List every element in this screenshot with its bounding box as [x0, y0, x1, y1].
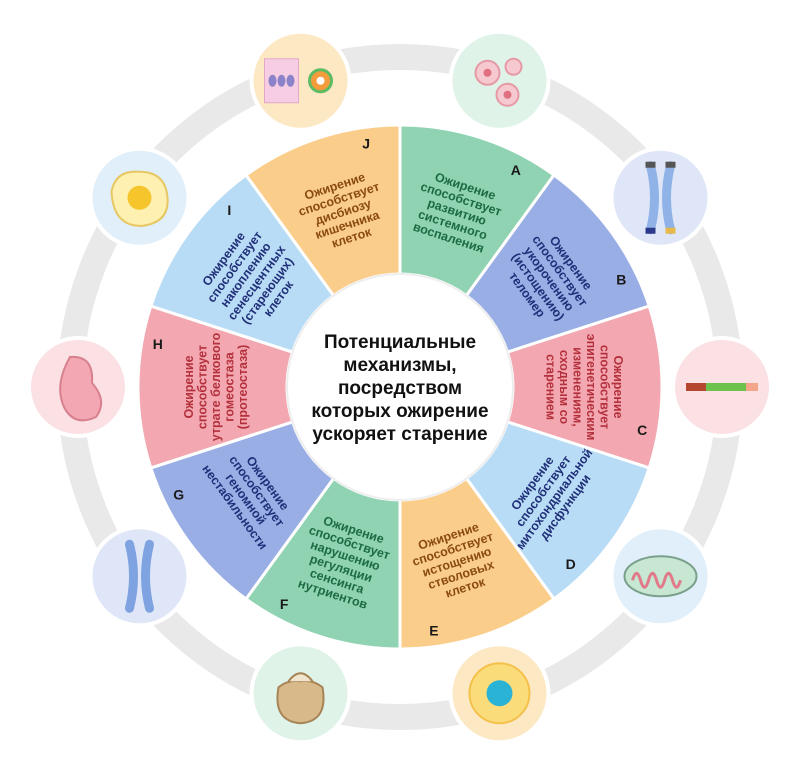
segment-b-letter: B — [616, 271, 626, 287]
chromosome-telomeres-icon-part — [662, 161, 676, 235]
gut-microbiome-icon-part — [286, 74, 295, 87]
center-title-line: которых ожирение — [311, 401, 488, 422]
epigenetic-dna-bar-icon-part — [686, 383, 706, 391]
segment-i-label: Ожирениеспособствуетнакоплениюсенесцентн… — [200, 229, 297, 327]
center-hub: Потенциальныемеханизмы,посредствомкоторы… — [286, 273, 514, 501]
senescent-cell-icon-part — [127, 185, 152, 210]
protein-organ-icon-part — [59, 355, 103, 422]
inflammatory-cells-icon-bg — [448, 29, 551, 132]
nutrient-sack-icon — [249, 642, 352, 745]
segment-c-letter: C — [637, 422, 647, 438]
inflammatory-cells-icon-part — [483, 68, 492, 77]
segment-b: Ожирениеспособствуетукорочению(истощению… — [464, 172, 652, 354]
segment-c-line: изменениям, — [570, 347, 584, 427]
epigenetic-dna-bar-icon-part — [706, 383, 746, 391]
segment-j-letter: J — [362, 135, 370, 151]
segment-e-label: Ожирениеспособствуетистощениюстволовыхкл… — [410, 520, 495, 601]
segment-g: Ожирениеспособствуетгеномнойнестабильнос… — [148, 420, 336, 602]
chromosome-telomeres-icon — [609, 146, 712, 249]
segment-i-letter: I — [227, 202, 231, 218]
inflammatory-cells-icon — [448, 29, 551, 132]
gut-microbiome-icon — [249, 29, 352, 132]
segment-a: Ожирениеспособствуетразвитиюсистемногово… — [398, 123, 557, 298]
segment-f-letter: F — [280, 596, 289, 612]
segment-a-letter: A — [511, 162, 521, 178]
segment-e-letter: E — [429, 623, 438, 639]
center-title-line: ускоряет старение — [312, 424, 487, 445]
protein-organ-icon — [27, 336, 129, 438]
segment-c-line: эпигенетическим — [584, 334, 598, 441]
segment-c-label: Ожирениеспособствуетэпигенетическимизмен… — [543, 334, 625, 441]
mitochondrion-icon — [609, 525, 712, 628]
center-circle — [286, 273, 514, 501]
mechanism-icons — [27, 29, 773, 745]
stem-cell-icon-part — [486, 680, 513, 707]
segment-c-line: сходным со — [557, 350, 571, 425]
segment-i: Ожирениеспособствуетнакоплениюсенесцентн… — [148, 172, 336, 354]
gut-microbiome-icon-part — [268, 74, 277, 87]
chromosome-telomeres-icon-bg — [609, 146, 712, 249]
center-title-line: посредством — [338, 378, 462, 399]
segment-c-line: Ожирение — [611, 355, 625, 418]
chromosome-icon-part — [141, 539, 154, 613]
gut-microbiome-icon-part — [277, 74, 286, 87]
segment-j: Ожирениеспособствуетдисбиозукишечникакле… — [243, 123, 402, 298]
inflammatory-cells-icon-part — [504, 57, 523, 76]
segment-e: Ожирениеспособствуетистощениюстволовыхкл… — [398, 476, 557, 651]
nutrient-sack-icon-part — [287, 672, 314, 682]
gut-microbiome-icon-part — [316, 76, 325, 85]
segment-h-line: способствует — [196, 345, 210, 429]
chromosome-telomeres-icon-part — [665, 227, 676, 234]
chromosome-icon — [88, 525, 191, 628]
chromosome-icon-bg — [88, 525, 191, 628]
center-title-line: Потенциальные — [324, 332, 476, 353]
segment-h-line: (протеостаза) — [236, 345, 250, 430]
segment-g-letter: G — [173, 487, 184, 503]
epigenetic-dna-bar-icon — [671, 336, 773, 438]
chromosome-icon-part — [124, 539, 138, 613]
segment-d: Ожирениеспособствуетмитохондриальнойдисф… — [464, 420, 652, 602]
segment-j-label: Ожирениеспособствуетдисбиозукишечникакле… — [297, 170, 382, 251]
mitochondrion-icon-part — [631, 571, 682, 589]
segment-h-line: Ожирение — [182, 355, 196, 418]
segment-d-letter: D — [566, 556, 576, 572]
segment-h-line: гомеостаза — [223, 351, 237, 421]
nutrient-sack-icon-part — [276, 679, 325, 725]
segment-h-letter: H — [153, 336, 163, 352]
chromosome-telomeres-icon-part — [646, 161, 659, 235]
chromosome-telomeres-icon-part — [645, 161, 656, 168]
gut-microbiome-icon-bg — [249, 29, 352, 132]
segment-c-line: старением — [543, 354, 557, 420]
mechanism-segments: Ожирениеспособствуетразвитиюсистемногово… — [136, 123, 664, 651]
segment-c-line: способствует — [597, 345, 611, 429]
chromosome-telomeres-icon-part — [645, 227, 656, 234]
chromosome-telomeres-icon-part — [665, 161, 676, 168]
segment-h-line: утрате белкового — [209, 332, 223, 441]
epigenetic-dna-bar-icon-part — [746, 383, 758, 391]
inflammatory-cells-icon-part — [503, 90, 512, 99]
senescent-cell-icon — [88, 146, 191, 249]
stem-cell-icon — [448, 642, 551, 745]
center-title-line: механизмы, — [343, 355, 456, 376]
